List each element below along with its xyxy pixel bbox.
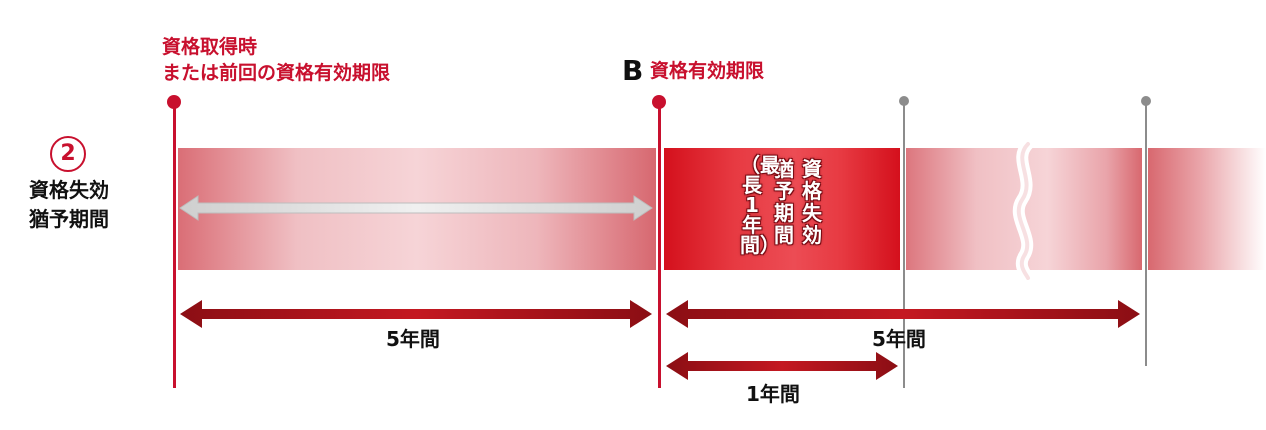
acquisition-label-line1: 資格取得時 (162, 36, 258, 58)
marker-dot-b-icon (652, 95, 666, 109)
expiry-label: 資格有効期限 (650, 60, 765, 82)
acquisition-label-line2: または前回の資格有効期限 (162, 62, 391, 84)
marker-line-b (658, 102, 661, 388)
marker-dot-acquisition-icon (167, 95, 181, 109)
period-arrow-left-icon (180, 300, 652, 328)
validity-arrow-gray-icon (179, 195, 653, 221)
row-number-badge: 2 (50, 136, 86, 172)
marker-line-grace-end (903, 102, 905, 388)
row-label-line1: 資格失効 (29, 178, 109, 202)
period-label-grace: 1年間 (746, 382, 800, 406)
marker-dot-grace-end-icon (899, 96, 909, 106)
row-label-line2: 猶予期間 (29, 207, 109, 231)
row-label: 資格失効 猶予期間 (14, 176, 124, 234)
marker-line-acquisition (173, 102, 176, 388)
grace-period-band (664, 148, 900, 270)
period-band-continuation (1148, 148, 1266, 270)
b-marker-letter: B (622, 54, 644, 87)
acquisition-label: 資格取得時 または前回の資格有効期限 (162, 34, 390, 86)
wavy-break-icon (1012, 140, 1034, 280)
grace-text-col2: 猶予期間 (774, 157, 794, 247)
period-label-left: 5年間 (386, 327, 440, 351)
marker-dot-next-expiry-icon (1141, 96, 1151, 106)
grace-text-col1: 資格失効 (802, 157, 822, 247)
period-label-right: 5年間 (872, 327, 926, 351)
period-arrow-right-icon (666, 300, 1140, 328)
marker-line-next-expiry (1145, 102, 1147, 366)
period-arrow-grace-icon (666, 352, 898, 380)
